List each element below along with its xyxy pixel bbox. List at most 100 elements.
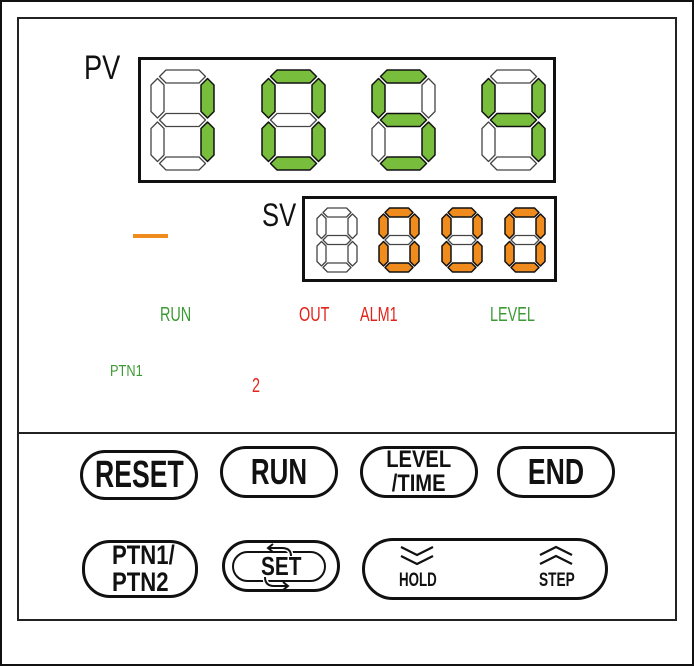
pv-digit-3-segment-d — [379, 156, 428, 171]
pv-digit-1-segment-a — [158, 69, 207, 84]
panel-divider — [17, 432, 677, 434]
sv-label: SV — [262, 197, 297, 233]
ptn-button[interactable]: PTN1/ PTN2 — [82, 540, 198, 598]
sv-digit-3 — [441, 207, 483, 273]
pv-digit-2 — [261, 69, 326, 171]
level-time-line-1: LEVEL — [386, 446, 452, 473]
sv-digit-3-segment-b — [472, 213, 483, 240]
pv-digit-1-segment-e — [150, 121, 165, 163]
set-button-inner-ring — [232, 551, 326, 582]
pv-digit-4-segment-d — [489, 156, 538, 171]
sv-digit-4-segment-b — [535, 213, 546, 240]
alm1-indicator: ALM1 — [360, 304, 398, 326]
pv-digit-2-segment-g — [269, 112, 318, 128]
sv-digit-2-segment-c — [409, 240, 420, 267]
sv-digit-4-segment-d — [510, 262, 540, 273]
sv-digit-3-segment-d — [447, 262, 477, 273]
rotate-arrows-icon — [262, 543, 294, 591]
sv-digit-1-segment-b — [347, 213, 358, 240]
level-indicator: LEVEL — [490, 304, 535, 326]
hold-button-label: HOLD — [399, 570, 437, 591]
sv-digit-3-segment-g — [447, 234, 477, 246]
ptn-button-label: PTN1/ PTN2 — [112, 542, 175, 596]
set-button-label: SET — [260, 551, 302, 581]
pv-digit-2-segment-e — [261, 121, 276, 163]
pv-digit-3-segment-e — [371, 121, 386, 163]
sv-display — [302, 196, 557, 282]
sv-dash-indicator — [133, 234, 168, 238]
end-button-label: END — [527, 451, 585, 492]
sv-digit-2 — [378, 207, 420, 273]
sv-digit-2-segment-a — [384, 207, 414, 218]
pv-digit-2-segment-f — [261, 77, 276, 119]
pv-digit-4-segment-e — [481, 121, 496, 163]
reset-button[interactable]: RESET — [80, 450, 198, 500]
pv-digit-3-segment-a — [379, 69, 428, 84]
sv-digit-1 — [316, 207, 358, 273]
sv-digit-1-segment-c — [347, 240, 358, 267]
pv-display — [138, 57, 556, 183]
step-button-label: STEP — [539, 570, 575, 591]
sv-digit-2-segment-g — [384, 234, 414, 246]
sv-digit-3-segment-e — [441, 240, 452, 267]
reset-button-label: RESET — [94, 454, 184, 496]
sv-digit-4 — [504, 207, 546, 273]
hold-step-button: HOLD STEP — [362, 538, 608, 600]
pv-digit-1-segment-f — [150, 77, 165, 119]
double-chevron-down-icon — [400, 546, 434, 566]
pv-digit-2-segment-b — [311, 77, 326, 119]
sv-digit-3-segment-f — [441, 213, 452, 240]
set-button[interactable]: SET — [222, 540, 340, 592]
pv-digit-2-segment-d — [269, 156, 318, 171]
pv-digit-1-segment-b — [200, 77, 215, 119]
pv-digit-1-segment-g — [158, 112, 207, 128]
pv-digit-4-segment-f — [481, 77, 496, 119]
sv-digit-1-segment-d — [322, 262, 352, 273]
out-indicator: OUT — [299, 304, 330, 326]
pv-digit-1-segment-d — [158, 156, 207, 171]
pv-digit-4-segment-a — [489, 69, 538, 84]
pv-digit-2-segment-a — [269, 69, 318, 84]
pv-digit-3-segment-g — [379, 112, 428, 128]
pv-digit-3-segment-f — [371, 77, 386, 119]
pv-digits — [150, 69, 546, 171]
sv-digit-4-segment-c — [535, 240, 546, 267]
pv-digit-1 — [150, 69, 215, 171]
sv-digits — [316, 207, 546, 273]
controller-panel — [17, 17, 677, 621]
run-button[interactable]: RUN — [220, 446, 338, 498]
sv-digit-1-segment-g — [322, 234, 352, 246]
double-chevron-up-icon — [539, 545, 573, 565]
sv-digit-2-segment-d — [384, 262, 414, 273]
sv-digit-1-segment-f — [316, 213, 327, 240]
sv-digit-3-segment-c — [472, 240, 483, 267]
end-button[interactable]: END — [497, 446, 615, 498]
sv-digit-4-segment-g — [510, 234, 540, 246]
step-button[interactable]: STEP — [485, 541, 605, 597]
sv-digit-2-segment-b — [409, 213, 420, 240]
indicator-2: 2 — [252, 375, 261, 397]
level-time-button-label: LEVEL /TIME — [387, 448, 452, 496]
pv-digit-3 — [371, 69, 436, 171]
ptn1-indicator: PTN1 — [110, 363, 143, 380]
ptn-line-2: PTN2 — [112, 567, 169, 597]
pv-label: PV — [84, 49, 121, 87]
sv-digit-1-segment-a — [322, 207, 352, 218]
pv-digit-4-segment-g — [489, 112, 538, 128]
sv-digit-3-segment-a — [447, 207, 477, 218]
sv-digit-4-segment-f — [504, 213, 515, 240]
hold-button[interactable]: HOLD — [365, 541, 485, 597]
pv-digit-2-segment-c — [311, 121, 326, 163]
sv-digit-2-segment-e — [378, 240, 389, 267]
ptn-line-1: PTN1/ — [112, 540, 175, 570]
pv-digit-4-segment-c — [531, 121, 546, 163]
sv-digit-1-segment-e — [316, 240, 327, 267]
level-time-button[interactable]: LEVEL /TIME — [360, 446, 478, 498]
pv-digit-1-segment-c — [200, 121, 215, 163]
pv-digit-4-segment-b — [531, 77, 546, 119]
run-indicator: RUN — [160, 304, 192, 326]
sv-digit-4-segment-a — [510, 207, 540, 218]
level-time-line-2: /TIME — [392, 470, 446, 497]
pv-digit-3-segment-b — [421, 77, 436, 119]
